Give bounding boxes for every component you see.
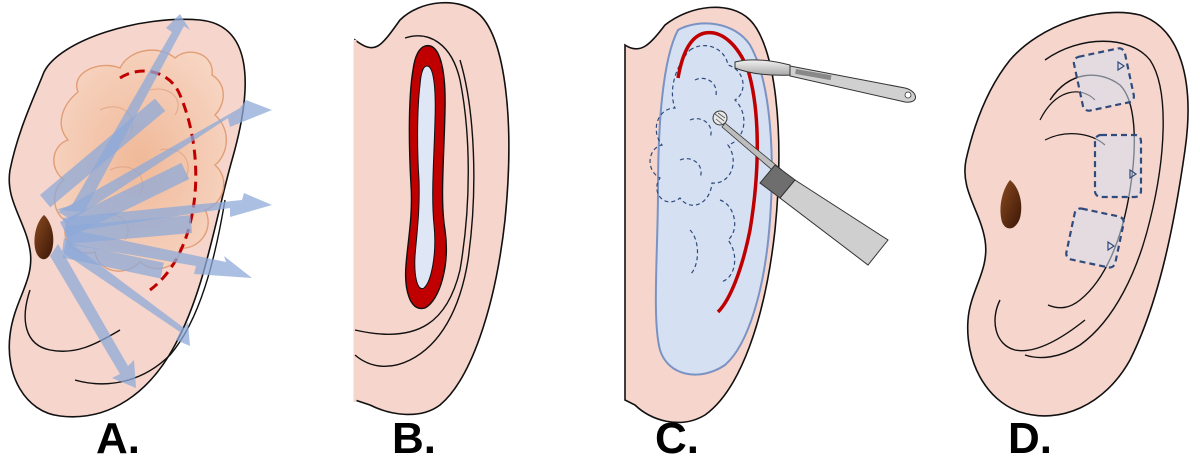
panel-label-b: B.	[392, 414, 436, 462]
marker-upper	[1117, 60, 1126, 72]
panel-c-dashed-lobules	[649, 45, 745, 283]
panel-a-lobule-line	[24, 289, 121, 352]
probe-tip-hatch	[714, 112, 726, 125]
panel-c-incision-red	[676, 30, 760, 314]
panel-a-ear-canal	[34, 215, 54, 260]
marker-lower	[1107, 240, 1116, 252]
panel-a-helix-line	[74, 199, 226, 385]
dashed-box-upper	[1072, 47, 1136, 112]
panel-label-d: D.	[1008, 414, 1052, 462]
dashed-box-middle	[1093, 133, 1143, 199]
panel-a-radial-arrows	[40, 14, 272, 388]
bar-4	[62, 242, 164, 279]
arrow-up	[55, 14, 190, 212]
probe-icon	[712, 110, 889, 266]
arrow-right-2	[64, 228, 252, 278]
panel-label-a: A.	[96, 414, 140, 462]
panel-a: A.	[8, 14, 272, 462]
arrow-right-3	[62, 238, 190, 346]
panel-d-small-markers	[1107, 60, 1138, 252]
bar-1	[40, 98, 166, 208]
bar-2	[59, 162, 190, 239]
panel-d-helix-line	[1024, 40, 1164, 359]
dashed-box-lower	[1065, 207, 1125, 269]
panel-b: B.	[353, 1, 510, 462]
panel-c-blue-flap	[654, 22, 773, 376]
panel-b-incision-inner	[414, 65, 436, 290]
scalpel-hole	[904, 91, 912, 99]
panel-d-ear-canal	[1000, 180, 1022, 229]
scalpel-icon	[734, 59, 916, 103]
panel-b-helix-line-outer	[354, 35, 469, 335]
panel-d-dashed-boxes	[1065, 47, 1143, 269]
panel-d: D.	[964, 11, 1189, 462]
panel-d-lobule-line	[994, 299, 1086, 352]
scalpel-grip	[795, 69, 832, 81]
arrow-up-right	[58, 100, 272, 220]
panel-b-antihelix-line	[354, 59, 475, 367]
bar-3	[66, 215, 193, 244]
probe-handle	[779, 179, 889, 266]
panel-label-c: C.	[655, 414, 699, 462]
marker-middle	[1129, 168, 1138, 180]
panel-c: C.	[624, 6, 916, 462]
arrow-down	[50, 244, 136, 388]
